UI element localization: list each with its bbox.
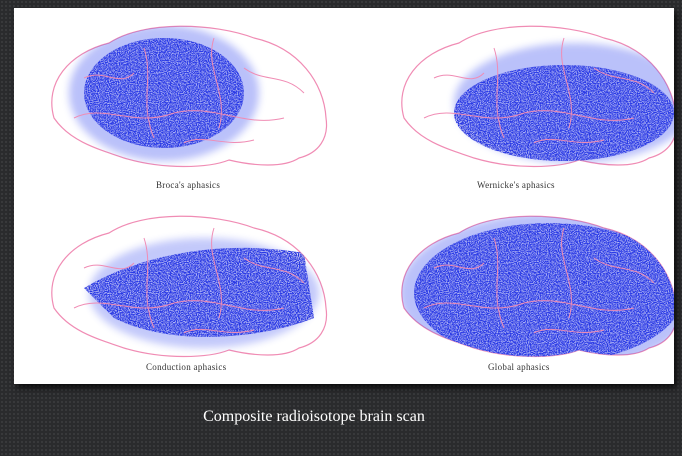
brain-panel-conduction [51,215,328,358]
brain-panel-wernickes [401,25,674,168]
panel-label-wernickes: Wernicke's aphasics [477,180,555,190]
panel-label-global: Global aphasics [488,362,550,372]
brain-scan-illustration [51,25,674,358]
panel-label-conduction: Conduction aphasics [146,362,227,372]
brain-panel-brocas [51,25,328,168]
brain-scan-figure: Broca's aphasics Wernicke's aphasics Con… [14,8,674,384]
slide-caption: Composite radioisotope brain scan [203,408,425,425]
panel-label-brocas: Broca's aphasics [156,180,221,190]
brain-panel-global [401,215,674,358]
